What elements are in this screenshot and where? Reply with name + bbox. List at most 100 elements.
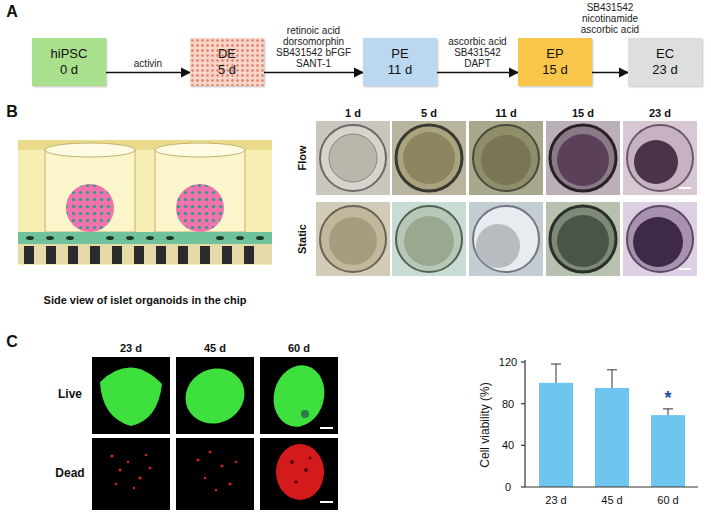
stage-day: 15 d [542, 62, 567, 78]
figure-shape [404, 216, 454, 266]
figure-shape [66, 184, 114, 232]
figure-shape [260, 357, 338, 434]
figure-shape [679, 187, 691, 189]
chip-illustration [18, 140, 272, 265]
figure-shape [24, 246, 34, 264]
figure-shape [18, 140, 272, 265]
figure-shape [111, 454, 152, 489]
figure-shape [229, 483, 232, 486]
category-label: 23 d [545, 494, 566, 507]
figure-shape [133, 487, 135, 489]
figure-shape [236, 236, 244, 240]
figure-shape [663, 408, 673, 409]
figure-shape [276, 444, 324, 500]
figure-shape [197, 459, 200, 462]
process-arrow [264, 72, 363, 74]
figure-shape [539, 383, 573, 487]
figure-shape [68, 246, 78, 264]
day-header: 23 d [120, 342, 142, 355]
figure-shape [134, 246, 144, 264]
stage-day: 11 d [388, 62, 412, 78]
figure-shape [392, 121, 466, 195]
stage-day: 23 d [652, 62, 677, 78]
figure-shape [166, 236, 174, 240]
figure-shape [290, 460, 294, 464]
figure-shape [623, 121, 697, 195]
figure-shape [46, 246, 56, 264]
figure-shape [546, 121, 620, 195]
figure-shape [244, 246, 254, 264]
reagent-label: activin [118, 58, 178, 69]
figure-shape [304, 468, 308, 472]
figure-shape [525, 486, 698, 487]
stage-name: hiPSC [51, 46, 88, 62]
figure-shape [100, 367, 162, 426]
figure-shape [155, 143, 245, 157]
figure-shape [235, 461, 237, 463]
stage-box: EP15 d [518, 38, 592, 86]
figure-shape [551, 364, 673, 415]
figure-shape [111, 455, 114, 458]
figure-shape [546, 202, 620, 276]
figure-shape [550, 125, 616, 191]
process-arrow [592, 72, 628, 74]
stage-name: EP [546, 46, 563, 62]
figure-shape [473, 206, 539, 272]
bar-chart [521, 360, 698, 487]
figure-shape [557, 134, 609, 186]
row-label: Static [296, 224, 309, 254]
process-arrow [437, 72, 518, 74]
figure-shape [290, 457, 312, 484]
figure-shape [396, 125, 462, 191]
figure-shape [221, 465, 224, 468]
figure-shape [679, 268, 691, 270]
figure-shape [329, 217, 377, 265]
figure-shape [216, 236, 224, 240]
stage-box: PE11 d [363, 38, 437, 86]
figure-shape [651, 415, 685, 487]
figure-shape [301, 410, 309, 418]
figure-shape [551, 364, 561, 365]
figure-shape [45, 150, 135, 232]
figure-shape [550, 206, 616, 272]
day-header: 5 d [421, 107, 437, 120]
figure-shape [155, 150, 245, 232]
figure-shape [627, 206, 693, 272]
figure-shape [215, 489, 217, 491]
figure-shape [90, 246, 100, 264]
figure-shape [126, 236, 134, 240]
row-label: Live [58, 388, 82, 402]
stage-name: DE [218, 46, 236, 62]
day-header: 60 d [288, 342, 310, 355]
figure-shape [92, 438, 170, 510]
figure-shape [176, 359, 253, 433]
stage-box: DE5 d [190, 38, 264, 86]
process-arrow [106, 72, 190, 74]
figure-shape [176, 438, 254, 510]
figure-shape [521, 403, 525, 404]
live-dead-images [92, 357, 338, 510]
figure-shape [294, 480, 298, 484]
figure-shape [476, 224, 520, 268]
figure-shape [316, 121, 390, 195]
stage-name: PE [391, 46, 408, 62]
figure-shape [521, 360, 698, 487]
category-label: 45 d [601, 494, 622, 507]
day-header: 1 d [345, 107, 361, 120]
figure-shape [524, 360, 525, 487]
figure-shape [473, 125, 539, 191]
figure-shape [26, 236, 34, 240]
day-header: 45 d [204, 342, 226, 355]
figure-shape [612, 370, 613, 388]
figure-shape [627, 125, 693, 191]
figure-shape [112, 246, 122, 264]
significance-mark: * [664, 388, 671, 409]
organoid-photos [316, 121, 697, 276]
figure-shape [320, 206, 386, 272]
figure-shape [200, 246, 210, 264]
stage-day: 0 d [60, 62, 78, 78]
stage-day: 5 d [218, 62, 236, 78]
